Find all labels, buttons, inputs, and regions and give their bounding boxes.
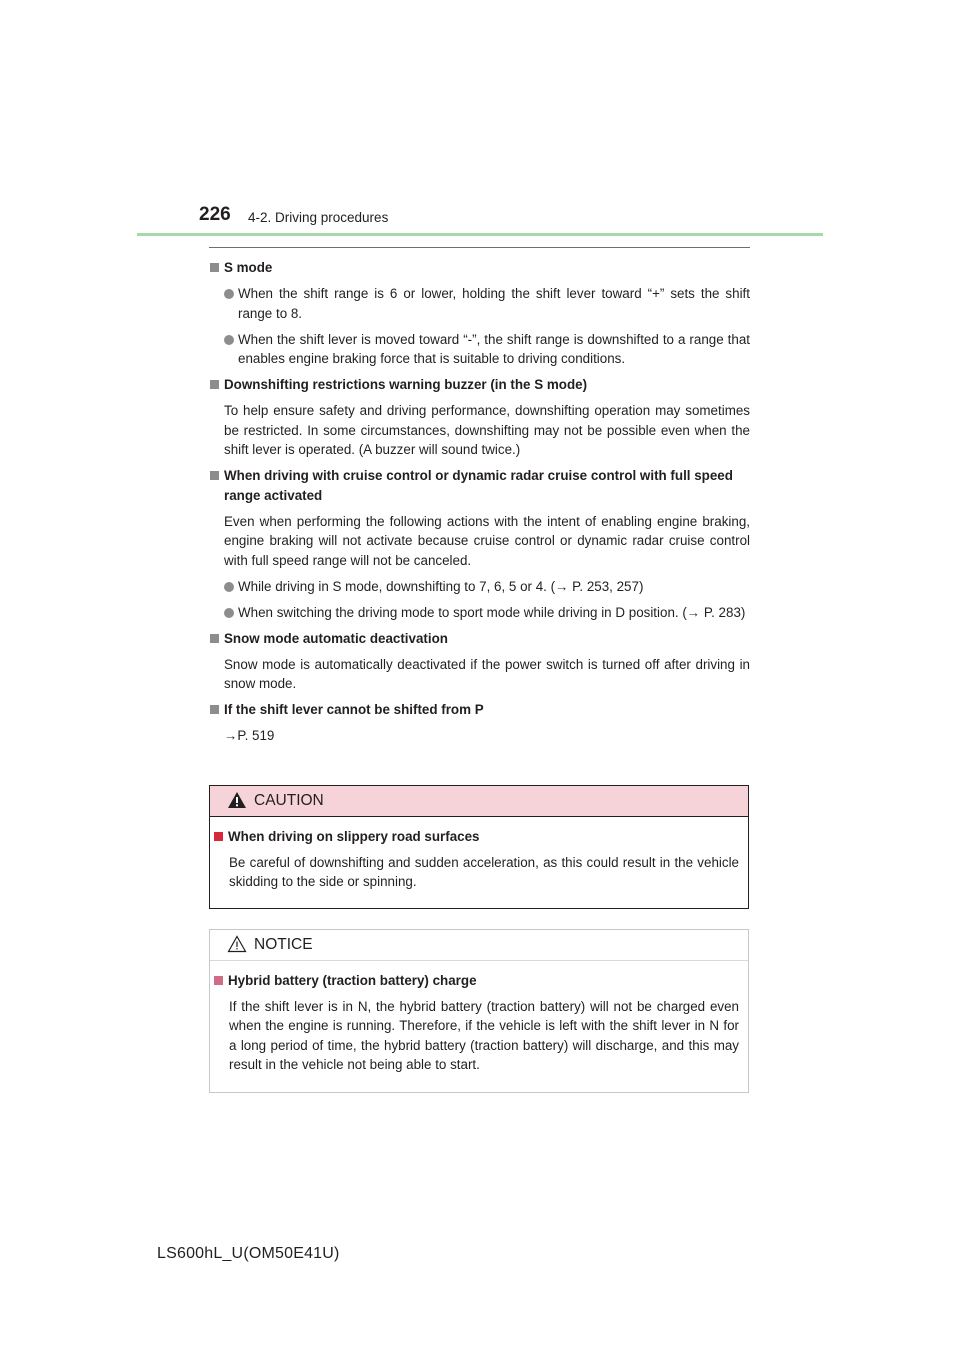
round-bullet-icon [224, 334, 234, 345]
caution-heading: When driving on slippery road surfaces [214, 827, 739, 847]
paragraph: To help ensure safety and driving perfor… [224, 403, 750, 457]
model-code-footer: LS600hL_U(OM50E41U) [157, 1245, 340, 1262]
heading-text: Downshifting restrictions warning buzzer… [224, 377, 588, 392]
list-item-text: When the shift range is 6 or lower, hold… [238, 286, 750, 321]
page-number: 226 [199, 204, 231, 225]
square-bullet-icon [210, 633, 219, 643]
list-item: When the shift range is 6 or lower, hold… [210, 284, 750, 323]
notice-title: NOTICE [254, 936, 313, 953]
heading-text: Snow mode automatic deactivation [224, 630, 448, 646]
heading-text: When driving on slippery road surfaces [228, 829, 480, 844]
paragraph: Snow mode is automatically deactivated i… [224, 656, 750, 692]
square-bullet-icon [210, 705, 219, 714]
notice-heading: Hybrid battery (traction battery) charge [214, 971, 739, 991]
list-item: While driving in S mode, downshifting to… [210, 577, 750, 597]
heading-cruise-control: When driving with cruise control or dyna… [210, 466, 750, 505]
round-bullet-icon [224, 607, 234, 618]
caution-header: CAUTION [210, 786, 748, 817]
heading-shift-from-p: If the shift lever cannot be shifted fro… [210, 700, 750, 720]
main-content: S mode When the shift range is 6 or lowe… [210, 258, 750, 746]
header-rule [137, 233, 823, 236]
page-reference-link[interactable]: →P. 519 [224, 728, 275, 743]
list-item: When switching the driving mode to sport… [210, 603, 750, 623]
notice-header: NOTICE [210, 930, 748, 961]
heading-text: If the shift lever cannot be shifted fro… [224, 702, 484, 717]
content-top-rule [209, 247, 750, 248]
square-bullet-icon [214, 832, 223, 841]
heading-text: S mode [224, 260, 273, 275]
square-bullet-icon [210, 263, 219, 272]
round-bullet-icon [224, 289, 234, 299]
list-item: When the shift lever is moved toward “-”… [210, 330, 750, 369]
caution-text: Be careful of downshifting and sudden ac… [229, 854, 739, 890]
paragraph: Even when performing the following actio… [224, 513, 750, 568]
heading-s-mode: S mode [210, 258, 750, 278]
heading-text: Hybrid battery (traction battery) charge [228, 973, 477, 988]
heading-snow-mode: Snow mode automatic deactivation [210, 629, 750, 649]
notice-box: NOTICE Hybrid battery (traction battery)… [209, 929, 749, 1093]
warning-outline-icon [227, 935, 247, 953]
warning-icon [228, 792, 246, 808]
list-item-text: When switching the driving mode to sport… [238, 604, 746, 620]
square-bullet-icon [210, 471, 219, 480]
section-title: 4-2. Driving procedures [248, 210, 389, 225]
heading-downshift-buzzer: Downshifting restrictions warning buzzer… [210, 375, 750, 395]
page-header: 226 4-2. Driving procedures [0, 200, 960, 240]
caution-box: CAUTION When driving on slippery road su… [209, 785, 749, 909]
notice-text: If the shift lever is in N, the hybrid b… [229, 998, 739, 1073]
caution-body: When driving on slippery road surfaces B… [210, 817, 748, 892]
list-item-text: When the shift lever is moved toward “-”… [238, 331, 750, 367]
list-item-text: While driving in S mode, downshifting to… [238, 578, 644, 594]
square-bullet-icon [210, 380, 219, 389]
notice-body: Hybrid battery (traction battery) charge… [210, 961, 748, 1075]
square-bullet-icon [214, 976, 223, 985]
heading-text: When driving with cruise control or dyna… [224, 468, 733, 503]
round-bullet-icon [224, 581, 234, 592]
caution-title: CAUTION [254, 792, 324, 809]
